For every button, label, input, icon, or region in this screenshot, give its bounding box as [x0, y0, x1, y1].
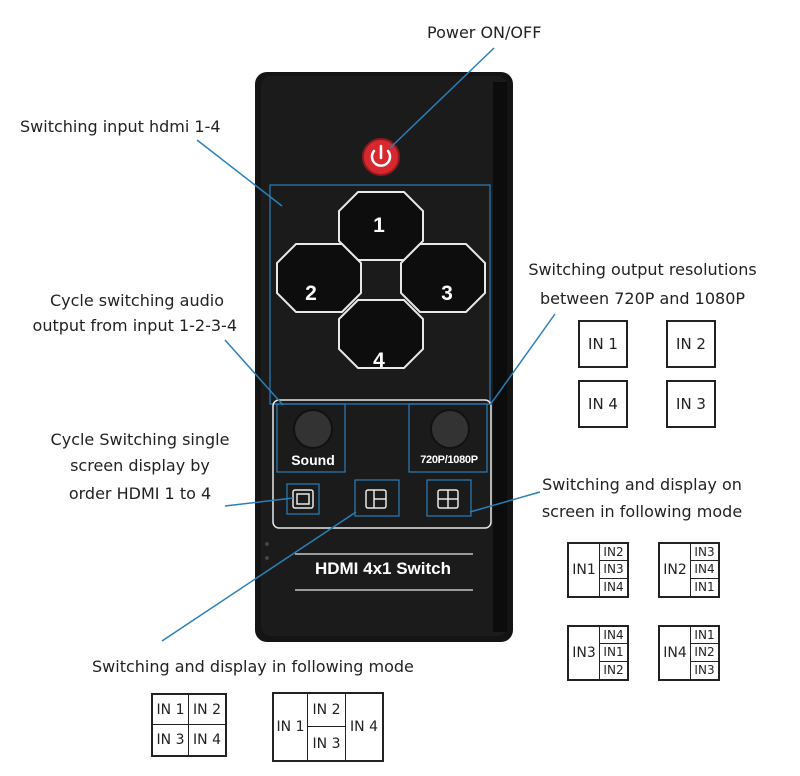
display-mode-sub: IN2 — [599, 662, 627, 679]
display-mode-in3: IN3 IN4 IN1 IN2 — [567, 625, 629, 681]
following-mode-callout: Switching and display in following mode — [92, 657, 414, 676]
input-1-label[interactable]: 1 — [373, 214, 385, 237]
power-callout: Power ON/OFF — [427, 23, 542, 42]
display-mode-main: IN3 — [572, 645, 596, 661]
display-mode-sub: IN4 — [599, 579, 627, 596]
quad-mode-grid: IN 1 IN 2 IN 3 IN 4 — [151, 693, 227, 757]
sound-label: Sound — [291, 452, 335, 468]
display-mode-sub: IN3 — [599, 561, 627, 579]
resolution-in1: IN 1 — [578, 320, 628, 368]
pip-mode-grid: IN 1 IN 2 IN 3 IN 4 — [272, 692, 384, 762]
input-2-label[interactable]: 2 — [305, 282, 317, 305]
display-mode-in4: IN4 IN1 IN2 IN3 — [658, 625, 720, 681]
quad-cell: IN 1 — [153, 695, 189, 725]
display-mode-sub: IN4 — [599, 627, 627, 644]
display-mode-in1: IN1 IN2 IN3 IN4 — [567, 542, 629, 598]
onscreen-callout-line2: screen in following mode — [541, 502, 743, 521]
display-mode-sub: IN1 — [690, 579, 718, 596]
quad-cell: IN 3 — [153, 725, 189, 755]
display-mode-main: IN2 — [663, 562, 687, 578]
resolution-in4: IN 4 — [578, 380, 628, 428]
sound-button — [293, 409, 333, 449]
single-callout-line1: Cycle Switching single — [50, 430, 230, 449]
display-mode-sub: IN2 — [599, 544, 627, 561]
display-mode-sub: IN1 — [690, 627, 718, 644]
display-mode-sub: IN2 — [690, 644, 718, 662]
display-mode-main: IN4 — [663, 645, 687, 661]
quad-cell: IN 2 — [189, 695, 225, 725]
audio-callout-line2: output from input 1-2-3-4 — [32, 316, 237, 335]
input-2-button — [276, 243, 362, 313]
resolution-callout-line2: between 720P and 1080P — [539, 289, 746, 308]
single-callout-line3: order HDMI 1 to 4 — [68, 484, 212, 503]
display-mode-sub: IN4 — [690, 561, 718, 579]
input-3-button — [400, 243, 486, 313]
single-callout-line2: screen display by — [70, 456, 210, 475]
input-3-label[interactable]: 3 — [441, 282, 453, 305]
display-mode-sub: IN3 — [690, 662, 718, 679]
pip-cell-bottom: IN 3 — [308, 727, 346, 760]
resolution-button — [430, 409, 470, 449]
input-callout: Switching input hdmi 1-4 — [20, 117, 221, 136]
resolution-callout-line1: Switching output resolutions — [528, 260, 757, 279]
display-mode-main: IN1 — [572, 562, 596, 578]
power-icon — [370, 149, 392, 167]
input-4-button — [338, 299, 424, 369]
audio-callout-line1: Cycle switching audio — [49, 291, 224, 310]
brand-label: HDMI 4x1 Switch — [314, 559, 452, 578]
input-4-label[interactable]: 4 — [373, 349, 385, 372]
pip-cell-right: IN 4 — [350, 719, 378, 735]
display-mode-sub: IN1 — [599, 644, 627, 662]
input-group-outline — [269, 184, 491, 405]
resolution-label: 720P/1080P — [420, 454, 478, 466]
pip-cell-top: IN 2 — [308, 694, 346, 727]
pip-cell-left: IN 1 — [274, 694, 308, 760]
quad-cell: IN 4 — [193, 732, 221, 748]
display-mode-in2: IN2 IN3 IN4 IN1 — [658, 542, 720, 598]
remote-control — [255, 72, 513, 642]
onscreen-callout-line1: Switching and display on — [542, 475, 742, 494]
display-mode-sub: IN3 — [690, 544, 718, 561]
resolution-in3: IN 3 — [666, 380, 716, 428]
resolution-in2: IN 2 — [666, 320, 716, 368]
